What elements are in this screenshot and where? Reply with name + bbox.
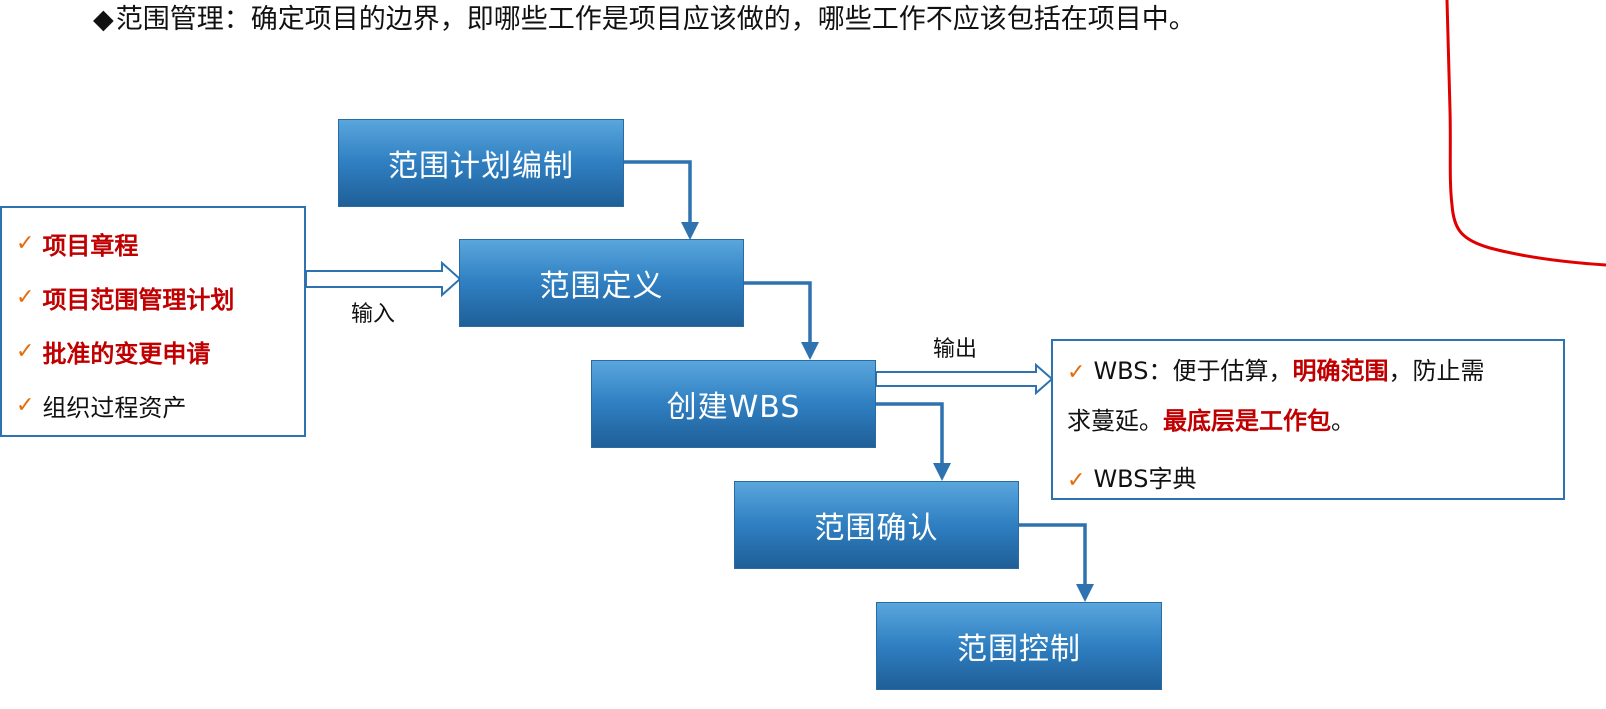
input-item: ✓ 项目范围管理计划 xyxy=(2,270,304,324)
input-item-text: 项目章程 xyxy=(42,231,139,260)
process-box-label: 范围确认 xyxy=(814,511,939,546)
wbs-text-end: 。 xyxy=(1331,407,1355,435)
process-box-scope-control: 范围控制 xyxy=(876,602,1162,690)
process-box-scope-definition: 范围定义 xyxy=(459,239,744,327)
wbs-name: WBS xyxy=(1093,357,1149,385)
input-item-text: 组织过程资产 xyxy=(42,393,187,422)
process-box-label: 范围计划编制 xyxy=(388,149,574,184)
inputs-box: ✓ 项目章程 ✓ 项目范围管理计划 ✓ 批准的变更申请 ✓ 组织过程资产 xyxy=(0,206,306,437)
check-icon: ✓ xyxy=(16,284,35,310)
page-title: ◆范围管理：确定项目的边界，即哪些工作是项目应该做的，哪些工作不应该包括在项目中… xyxy=(93,0,1196,40)
diamond-bullet-icon: ◆ xyxy=(93,4,114,35)
output-arrow xyxy=(875,362,1054,396)
step-connector-4 xyxy=(1019,523,1094,602)
input-item: ✓ 项目章程 xyxy=(2,216,304,270)
check-icon: ✓ xyxy=(16,230,35,256)
wbs-highlight-scope: 明确范围 xyxy=(1292,357,1389,385)
step-connector-1 xyxy=(624,160,699,240)
check-icon: ✓ xyxy=(16,338,35,364)
input-item: ✓ 组织过程资产 xyxy=(2,378,304,432)
wbs-highlight-work-package: 最底层是工作包 xyxy=(1163,407,1331,435)
process-box-scope-verification: 范围确认 xyxy=(734,481,1019,569)
check-icon: ✓ xyxy=(1067,360,1086,385)
check-icon: ✓ xyxy=(1067,468,1086,493)
process-box-label: 创建WBS xyxy=(666,390,801,425)
wbs-dictionary-line: ✓ WBS字典 xyxy=(1053,455,1563,505)
input-item-text: 项目范围管理计划 xyxy=(42,285,235,314)
title-text: 范围管理：确定项目的边界，即哪些工作是项目应该做的，哪些工作不应该包括在项目中。 xyxy=(115,4,1196,35)
wbs-text-part: 便于估算， xyxy=(1172,357,1293,385)
step-connector-3 xyxy=(876,402,951,481)
process-box-create-wbs: 创建WBS xyxy=(591,360,876,448)
wbs-separator: ： xyxy=(1148,357,1173,385)
wbs-text-part: 求蔓延。 xyxy=(1067,407,1163,435)
input-arrow xyxy=(305,260,462,298)
input-item: ✓ 批准的变更申请 xyxy=(2,324,304,378)
step-connector-2 xyxy=(744,281,819,360)
input-label: 输入 xyxy=(351,302,396,327)
check-icon: ✓ xyxy=(16,392,35,418)
output-label: 输出 xyxy=(933,337,978,362)
process-box-label: 范围定义 xyxy=(539,269,664,304)
outputs-box: ✓ WBS：便于估算，明确范围，防止需 求蔓延。最底层是工作包。 ✓ WBS字典 xyxy=(1051,339,1565,500)
process-box-scope-planning: 范围计划编制 xyxy=(338,119,624,207)
process-box-label: 范围控制 xyxy=(957,632,1081,667)
input-item-text: 批准的变更申请 xyxy=(42,339,211,368)
wbs-description-line-1: ✓ WBS：便于估算，明确范围，防止需 xyxy=(1053,347,1563,397)
wbs-text-part: ，防止需 xyxy=(1388,357,1485,385)
wbs-description-line-2: 求蔓延。最底层是工作包。 xyxy=(1053,397,1563,445)
red-annotation-stroke xyxy=(1445,0,1606,267)
wbs-dictionary: WBS字典 xyxy=(1093,465,1197,493)
